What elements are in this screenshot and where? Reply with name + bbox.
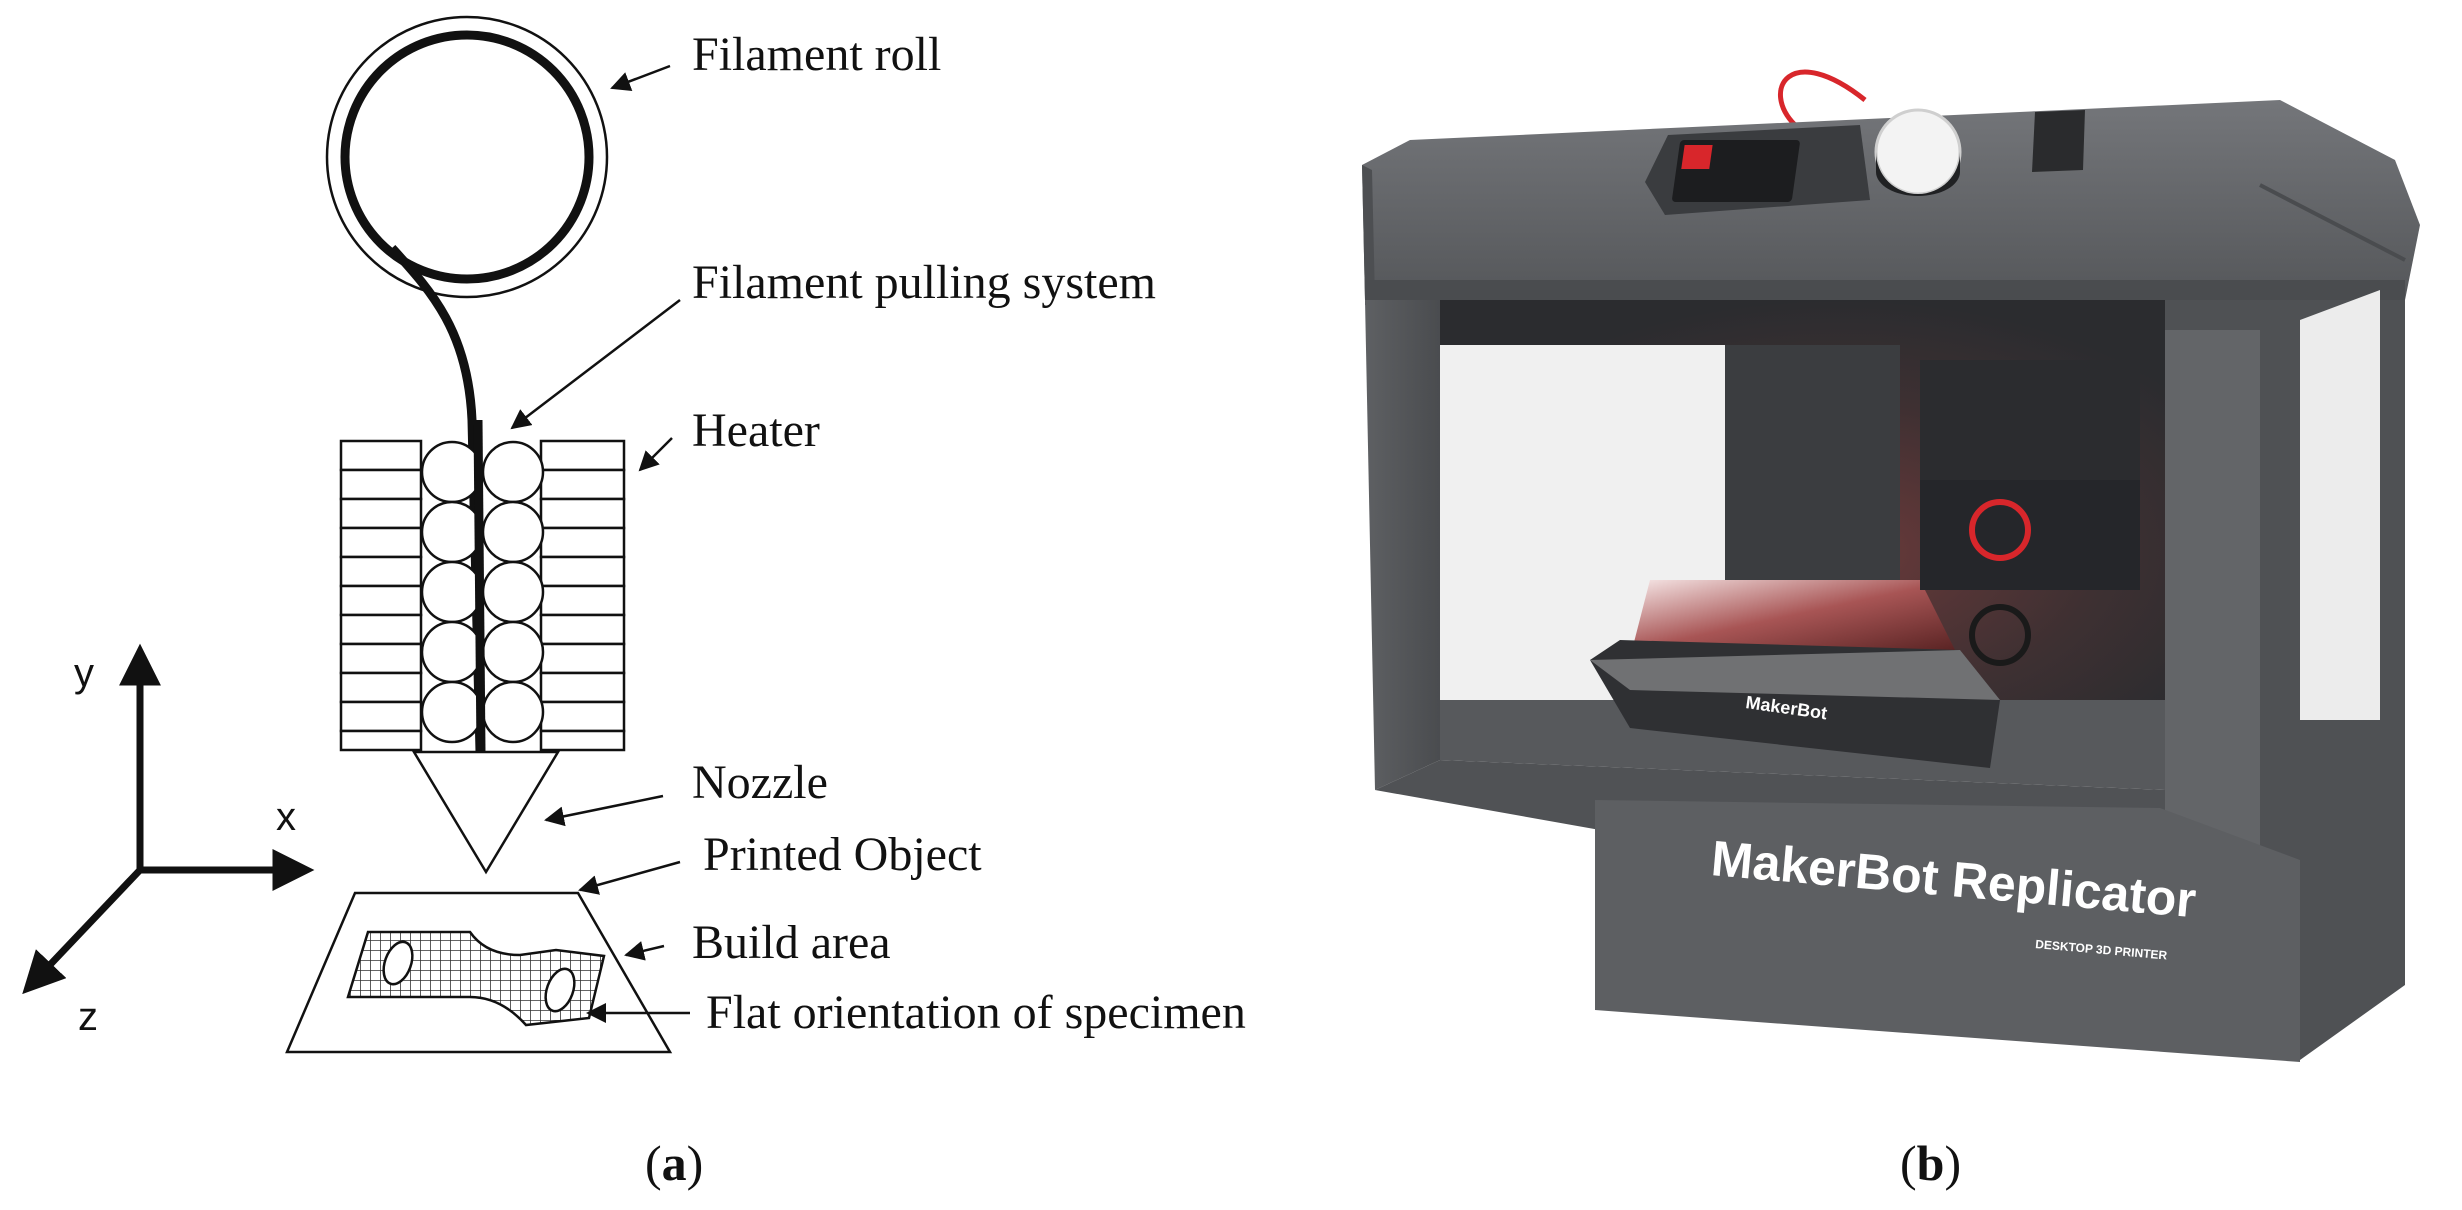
caption-b: (b)	[1900, 1135, 1961, 1191]
makerbot-logo-dark	[1969, 604, 2031, 666]
nozzle-icon	[411, 750, 561, 875]
control-panel	[1645, 108, 2085, 215]
coordinate-axes	[22, 643, 315, 995]
label-build-area: Build area	[692, 916, 891, 969]
feed-rollers	[420, 440, 545, 744]
panel-a-fdm-schematic: Filament roll Filament pulling system He…	[22, 15, 1246, 1191]
filament-roll-icon	[325, 15, 609, 753]
extruder-head	[1920, 360, 2140, 666]
label-printed-object: Printed Object	[703, 828, 982, 881]
printed-specimen	[346, 930, 606, 1027]
axis-label-z: z	[78, 995, 98, 1039]
leader-arrows	[510, 64, 690, 1023]
label-filament-pulling-system: Filament pulling system	[692, 256, 1156, 309]
makerbot-logo-red	[1969, 499, 2031, 561]
printer-top-cover	[1362, 100, 2420, 305]
caption-a: (a)	[645, 1135, 703, 1191]
heater-block-left	[339, 439, 423, 752]
filament-strand	[473, 419, 486, 753]
heater-block-right	[539, 439, 626, 752]
label-filament-roll: Filament roll	[692, 28, 941, 81]
power-cable	[1777, 69, 1867, 127]
label-flat-orientation: Flat orientation of specimen	[706, 986, 1246, 1039]
panel-b-printer-render: MakerBot MakerBot Replicator DESKTOP 3D …	[1362, 69, 2420, 1191]
build-plate: MakerBot	[1590, 580, 2000, 768]
label-nozzle: Nozzle	[692, 756, 828, 809]
label-heater: Heater	[692, 404, 820, 457]
axis-label-x: x	[276, 795, 296, 839]
axis-label-y: y	[74, 651, 94, 695]
